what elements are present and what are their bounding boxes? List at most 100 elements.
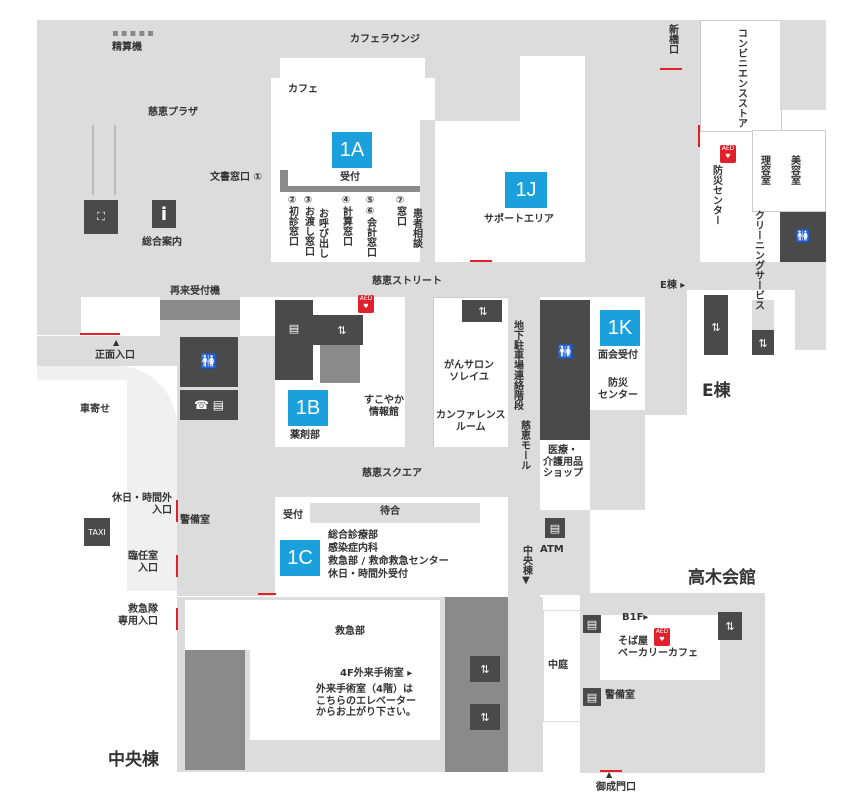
chuo-tou-arrow-label: 中央棟▼ xyxy=(520,545,532,586)
soba-room xyxy=(600,615,720,680)
gaira-4f-label: 4F外来手術室 ▸ xyxy=(340,668,413,679)
elev-area xyxy=(445,597,508,772)
shoumen-label: 正面入口 xyxy=(95,350,135,361)
atm-icon: ▤ xyxy=(545,518,565,538)
saiyrai-label: 再来受付機 xyxy=(170,286,220,297)
upper-right-col xyxy=(585,20,655,270)
entrance-mark xyxy=(176,555,178,577)
zone-1k-badge: 1K xyxy=(600,310,640,346)
soba-label: そば屋ベーカリーカフェ xyxy=(618,636,698,659)
uketsuke-label: 受付 xyxy=(340,172,360,183)
chuo-tou-label: 中央棟 xyxy=(108,750,159,770)
emergency-dark xyxy=(185,650,245,770)
jikei-street xyxy=(81,262,686,297)
iryou-label: 医療・介護用品ショップ xyxy=(543,445,583,479)
jikei-street-label: 慈恵ストリート xyxy=(372,276,442,287)
takagi-label: 高木会館 xyxy=(688,568,756,588)
atm-icon: ▤ xyxy=(583,615,601,633)
entrance-mark xyxy=(470,260,492,262)
waiting-bar xyxy=(310,503,480,523)
elevator-icon: ⇅ xyxy=(478,304,488,318)
shinbashi-label: 新橋口 xyxy=(666,24,678,54)
seisanki-label: 精算機 xyxy=(112,42,142,53)
conveni-label: コンビニエンスストア xyxy=(735,28,747,128)
1k-right-corridor xyxy=(645,270,687,415)
elevator-icon: ⇅ xyxy=(711,320,721,334)
info-icon: i xyxy=(152,200,176,228)
aed-icon: AED♥ xyxy=(654,628,670,646)
mid-corridor xyxy=(405,297,433,447)
top-corridor xyxy=(81,20,681,56)
window-2-label: ②初診窓口 xyxy=(286,195,298,246)
yakuzaibu-label: 薬剤部 xyxy=(290,430,320,441)
1c-dept-2: 感染症内科 xyxy=(328,543,378,554)
keibi2-label: 警備室 xyxy=(605,690,635,701)
stair-block xyxy=(320,345,360,383)
elevator-icon: ⇅ xyxy=(337,323,347,337)
window-3-label: ③お渡し窓口 xyxy=(302,195,314,256)
e-arrow-label: E棟 ▸ xyxy=(660,280,686,291)
pharmacy-icons xyxy=(275,300,313,380)
machiai-label: 待合 xyxy=(380,506,400,517)
gyosei-arrow: ▲ xyxy=(606,770,613,779)
cafe-room xyxy=(280,58,425,118)
elevator-icon: ⇅ xyxy=(718,612,742,640)
entrance-mark xyxy=(176,608,178,630)
e-street xyxy=(687,262,826,290)
kurumayose-label: 車寄せ xyxy=(80,404,110,415)
window-7-label: ⑦窓口 xyxy=(394,195,406,226)
support-area-top xyxy=(435,56,480,121)
cafe-lounge-label: カフェラウンジ xyxy=(350,34,420,45)
sougou-annai-label: 総合案内 xyxy=(142,237,182,248)
pharmacy-icon: ▤ xyxy=(288,321,300,335)
shoumen-arrow: ▲ xyxy=(113,338,120,347)
zone-1j-badge: 1J xyxy=(505,172,547,208)
seisanki-dots: ▪▪▪▪▪ xyxy=(112,28,156,39)
biyoushitsu-label: 美容室 xyxy=(788,155,800,185)
e-right-edge xyxy=(795,290,826,350)
riyoushitsu-label: 理容室 xyxy=(758,155,770,185)
atm-label: ATM xyxy=(540,544,564,555)
shop-area xyxy=(590,410,645,510)
entrance-mark xyxy=(660,68,682,70)
jikei-mall-label: 慈恵モール xyxy=(518,420,530,470)
salon-elevator xyxy=(462,300,502,322)
e-building-top xyxy=(655,20,700,270)
aed-icon: AED♥ xyxy=(720,145,736,163)
e-elev-2 xyxy=(752,330,774,355)
cleaning-label: クリーニングサービス xyxy=(752,210,764,310)
escalator-lines xyxy=(92,125,116,195)
phone-icon: ☎ ▤ xyxy=(180,390,238,420)
entrance-mark xyxy=(258,593,276,595)
takagi-corridor xyxy=(508,597,543,772)
zone-1a-badge: 1A xyxy=(332,132,372,168)
chika-label: 地下駐車場連絡階段 xyxy=(511,320,523,410)
uketsuke2-label: 受付 xyxy=(283,510,303,521)
1c-dept-4: 休日・時間外受付 xyxy=(328,569,408,580)
cleaning-room xyxy=(780,212,826,262)
jikei-plaza-label: 慈恵プラザ xyxy=(148,107,198,118)
1c-dept-1: 総合診療部 xyxy=(328,530,378,541)
keibishitsu-label: 警備室 xyxy=(180,515,210,526)
gan-salon-label: がんサロンソレイユ xyxy=(444,360,494,383)
1c-dept-3: 救急部 / 救命救急センター xyxy=(328,556,449,567)
entrance-mark xyxy=(176,500,178,522)
zone-1c-badge: 1C xyxy=(280,540,320,576)
elevator-block xyxy=(313,315,363,345)
entrance-mark xyxy=(80,333,120,335)
restroom-icon: 🚻 xyxy=(795,229,811,243)
taxi-icon: TAXI xyxy=(84,518,110,546)
kyujitsu-label: 休日・時間外入口 xyxy=(112,493,172,516)
support-area-right xyxy=(480,56,520,121)
nakaniwa-label: 中庭 xyxy=(548,660,568,671)
jikei-square-label: 慈恵スクエア xyxy=(362,468,422,479)
support-area-label: サポートエリア xyxy=(484,214,554,225)
kyukyubu-label: 救急部 xyxy=(335,626,365,637)
restroom-icon: 🚻 xyxy=(557,344,575,360)
gaira-note-label: 外来手術室（4階）はこちらのエレベーターからお上がり下さい。 xyxy=(316,684,416,718)
gyosei-label: 御成門口 xyxy=(596,782,636,793)
e-tou-label: E棟 xyxy=(702,381,731,401)
elevator-icon: ⇅ xyxy=(470,704,500,730)
reception-counter xyxy=(280,170,288,192)
entrance-mark xyxy=(600,770,622,772)
